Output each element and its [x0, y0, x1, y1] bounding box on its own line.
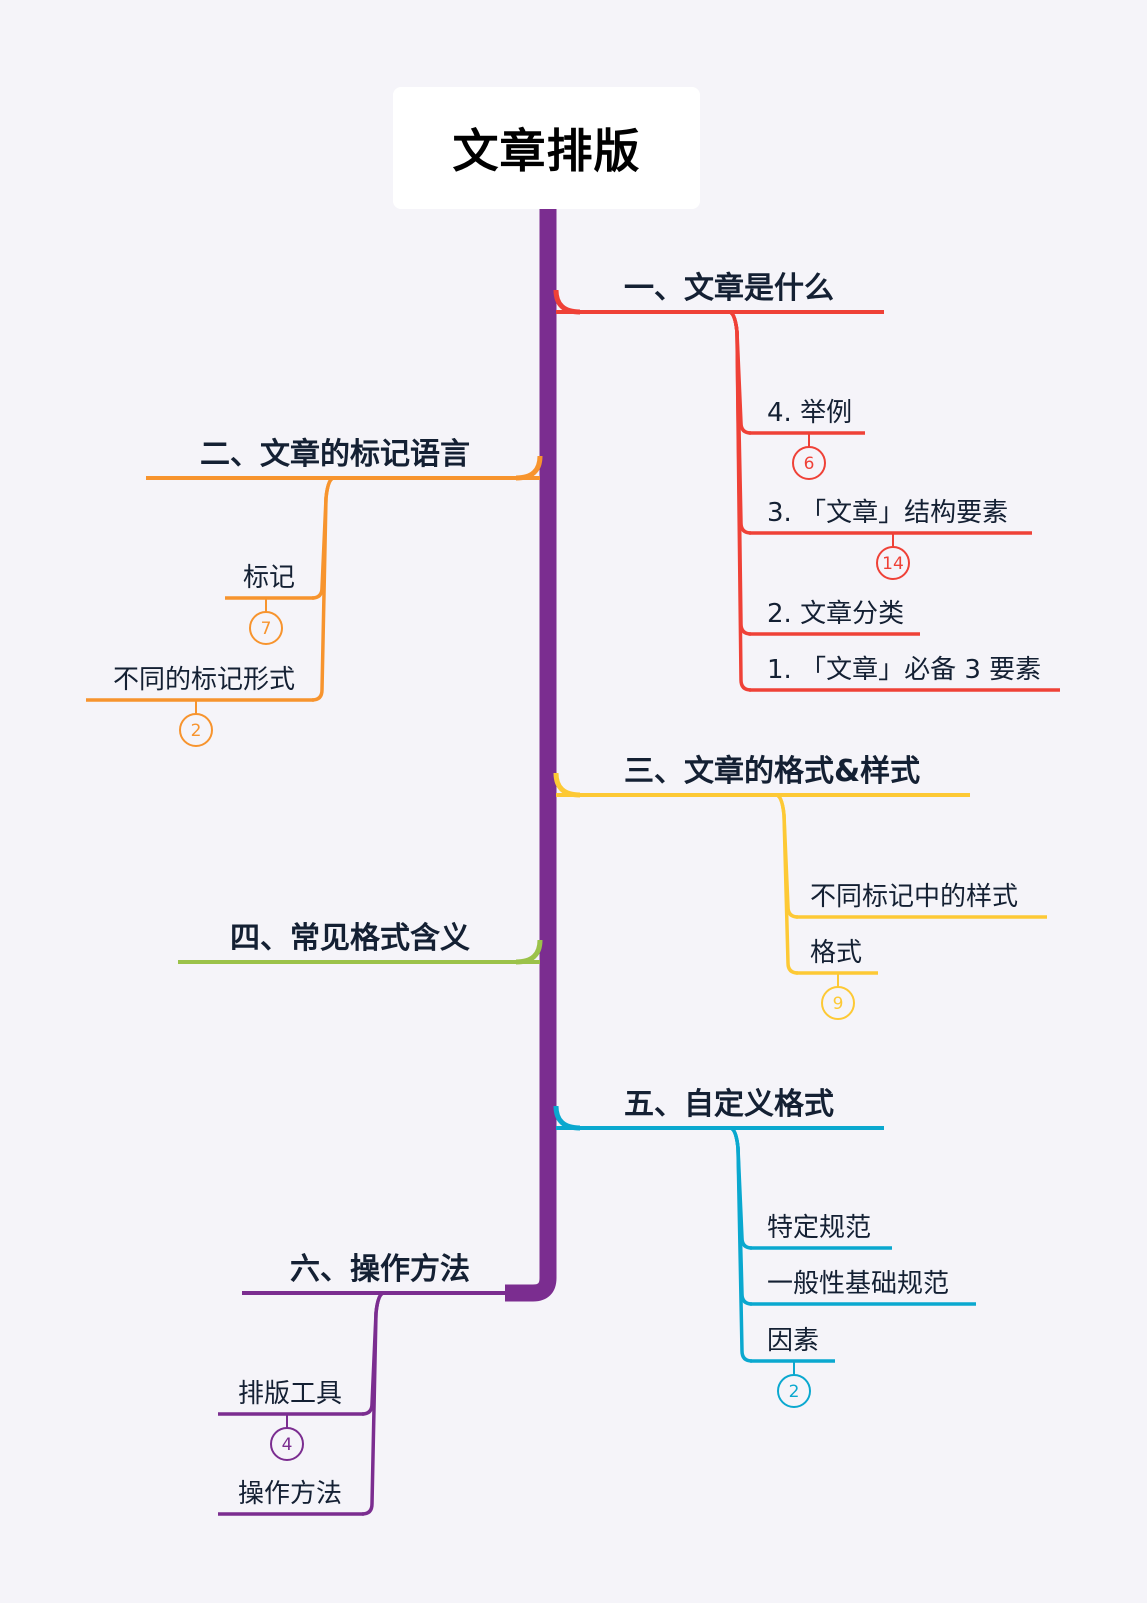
child-connector [311, 476, 335, 702]
collapsed-count-badge[interactable] [792, 446, 826, 480]
subtopic[interactable]: 标记 [243, 563, 295, 593]
child-connector [729, 1126, 753, 1363]
subtopic[interactable]: 不同标记中的样式 [810, 882, 1018, 912]
root-title: 文章排版 [452, 124, 641, 178]
badge-count: 7 [261, 619, 272, 639]
badge-count: 9 [833, 994, 844, 1014]
collapsed-count-badge[interactable] [179, 713, 213, 747]
subtopic[interactable]: 不同的标记形式 [113, 665, 295, 695]
branch-connector [553, 1105, 581, 1131]
badge-count: 6 [804, 454, 815, 474]
subtopic[interactable]: 2. 文章分类 [767, 599, 904, 629]
branch-topic-5[interactable]: 五、自定义格式 [624, 1087, 834, 1122]
branch-connector [515, 455, 543, 481]
subtopic[interactable]: 因素 [767, 1326, 819, 1356]
badge-count: 2 [191, 721, 202, 741]
branch-topic-4[interactable]: 四、常见格式含义 [230, 921, 470, 956]
branch-topic-6[interactable]: 六、操作方法 [290, 1252, 470, 1287]
branch-connector [515, 939, 543, 965]
collapsed-count-badge[interactable] [249, 611, 283, 645]
collapsed-count-badge[interactable] [821, 986, 855, 1020]
badge-count: 14 [882, 554, 904, 574]
collapsed-count-badge[interactable] [876, 546, 910, 580]
child-connector [728, 310, 752, 692]
child-connector [361, 1291, 385, 1516]
branch-topic-3[interactable]: 三、文章的格式&样式 [624, 754, 920, 789]
subtopic[interactable]: 排版工具 [238, 1379, 342, 1409]
subtopic[interactable]: 一般性基础规范 [767, 1269, 949, 1299]
badge-count: 2 [789, 1382, 800, 1402]
collapsed-count-badge[interactable] [270, 1427, 304, 1461]
child-connector [775, 793, 799, 975]
subtopic[interactable]: 特定规范 [767, 1213, 871, 1243]
branch-connector [553, 289, 581, 315]
subtopic[interactable]: 操作方法 [238, 1479, 342, 1509]
badge-count: 4 [282, 1435, 293, 1455]
trunk-line [505, 209, 557, 1302]
root-topic[interactable]: 文章排版 [393, 87, 700, 209]
subtopic[interactable]: 格式 [810, 938, 862, 968]
subtopic[interactable]: 4. 举例 [767, 398, 852, 428]
branch-topic-2[interactable]: 二、文章的标记语言 [200, 437, 470, 472]
subtopic[interactable]: 3. 「文章」结构要素 [767, 498, 1008, 528]
branch-topic-1[interactable]: 一、文章是什么 [624, 271, 834, 306]
collapsed-count-badge[interactable] [777, 1374, 811, 1408]
subtopic[interactable]: 1. 「文章」必备 3 要素 [767, 655, 1041, 685]
branch-connector [553, 772, 581, 798]
